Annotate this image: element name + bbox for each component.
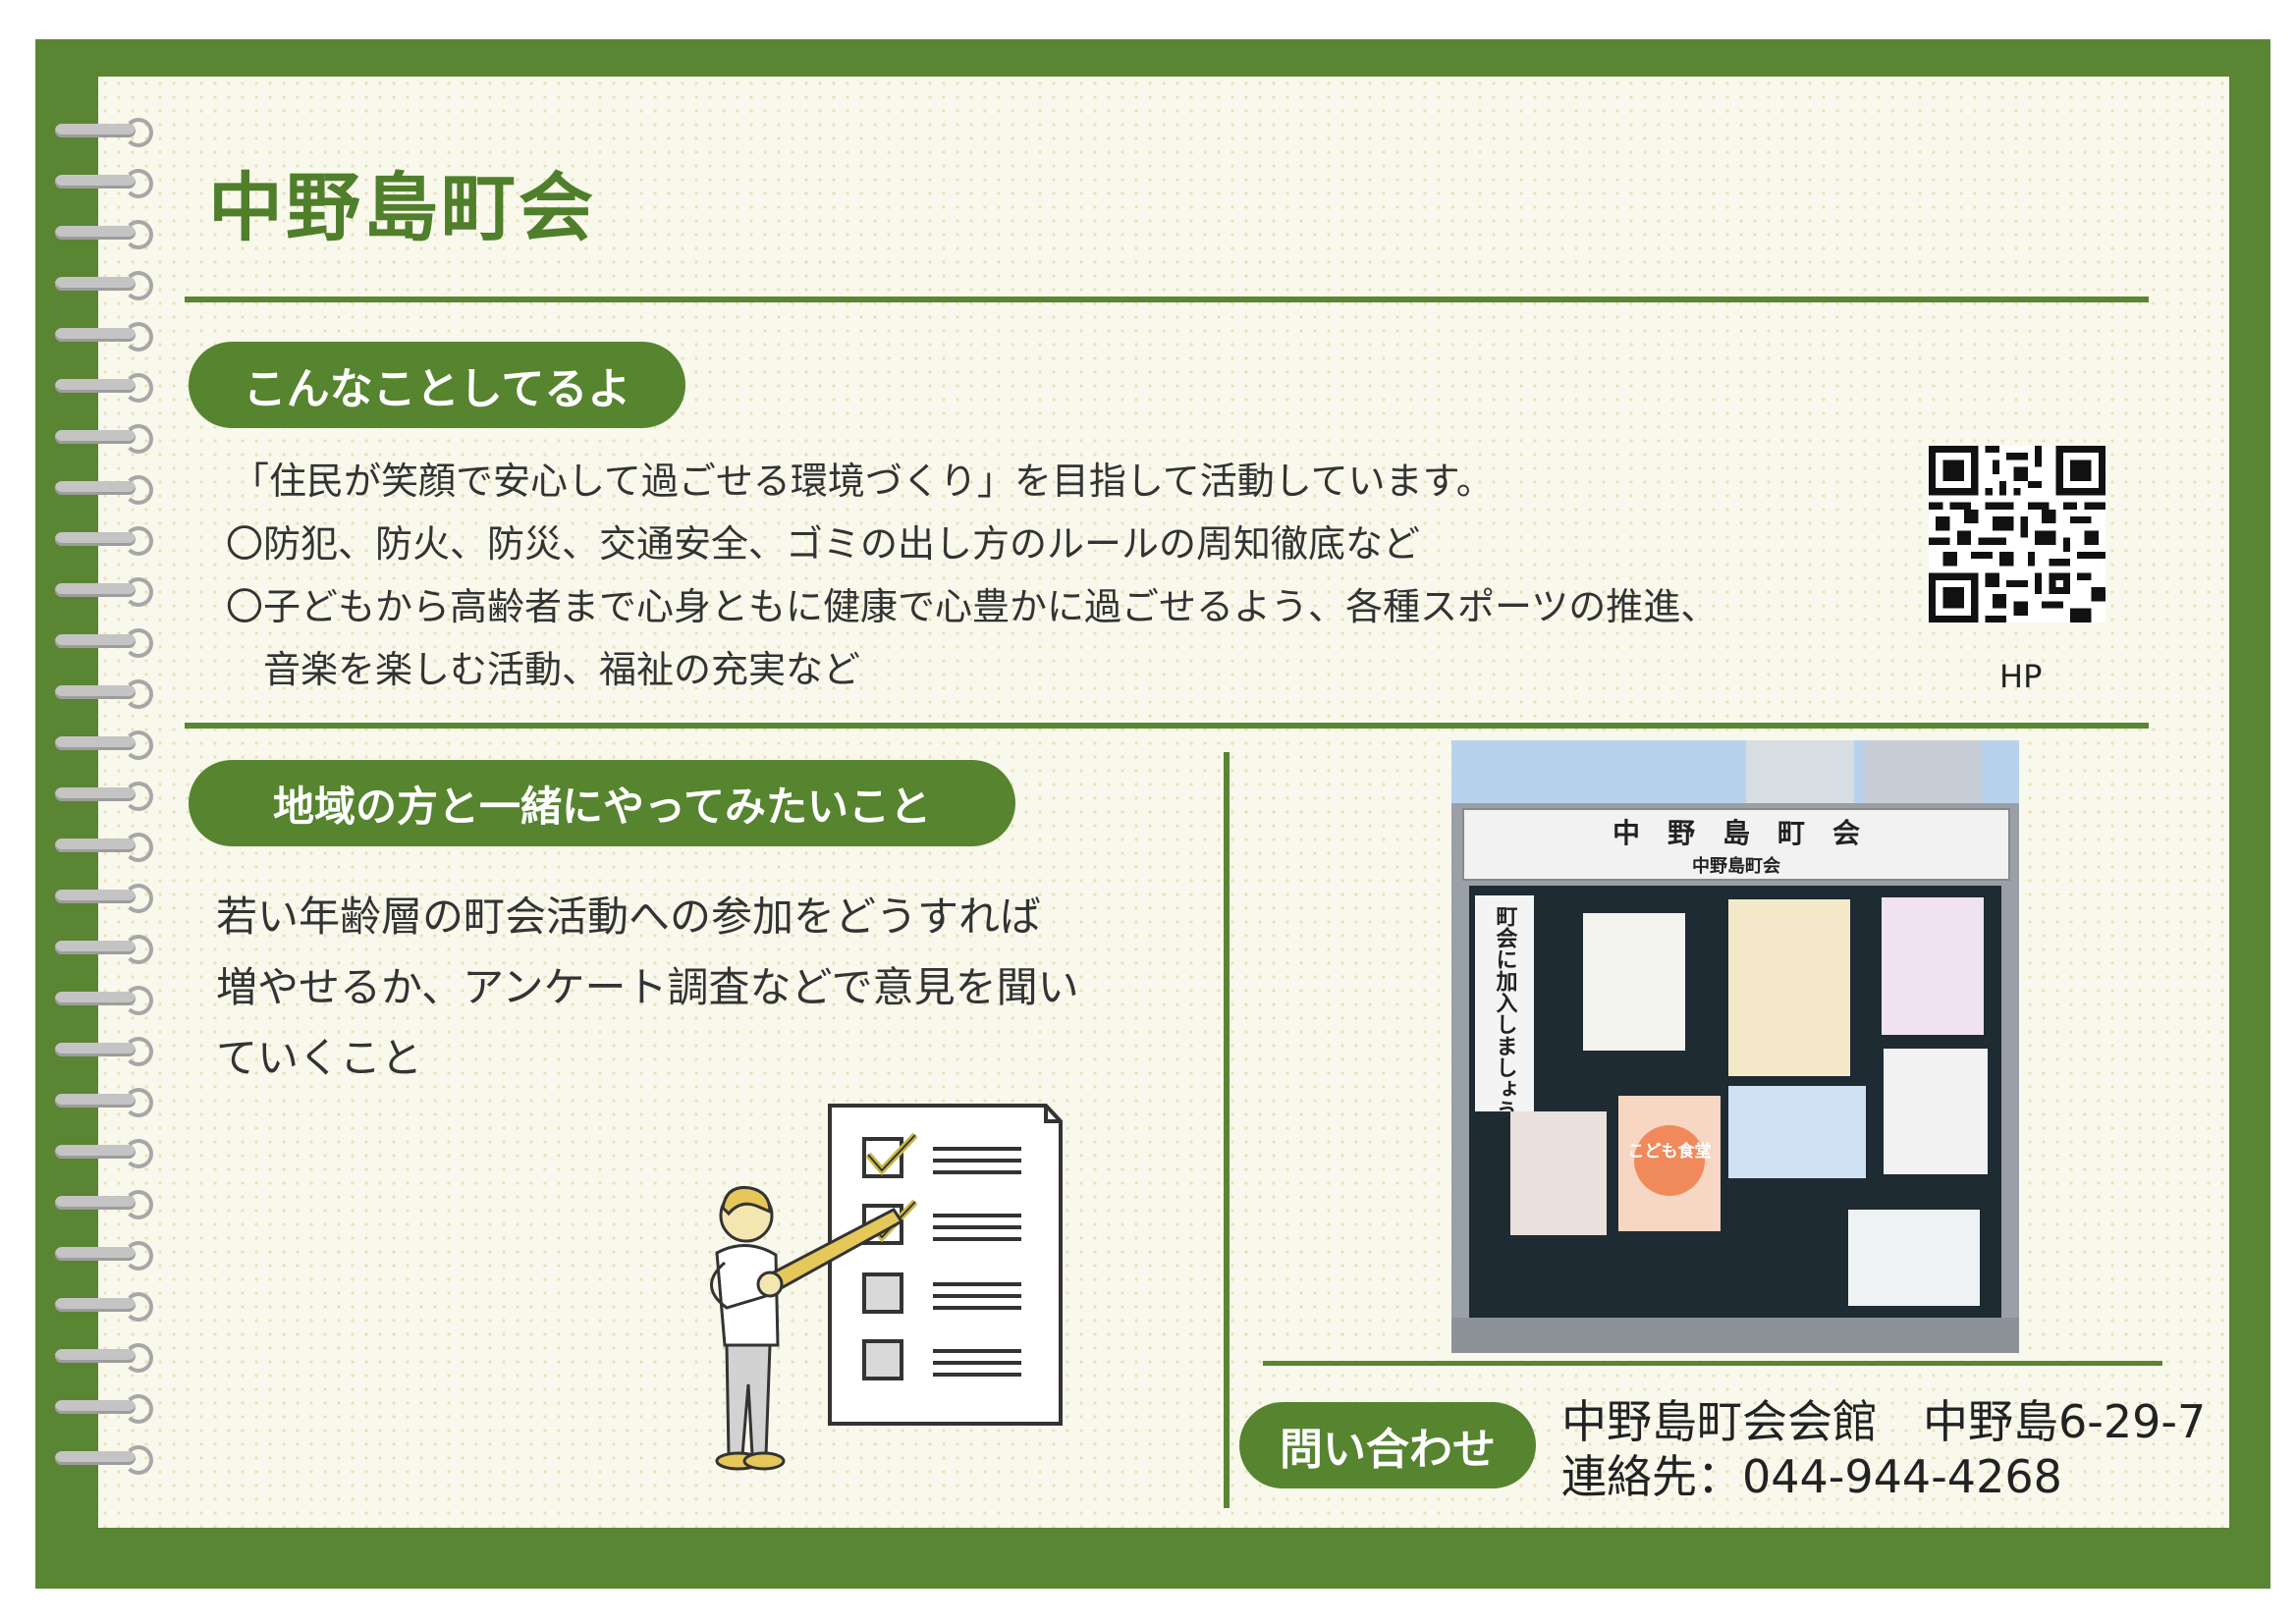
page-title: 中野島町会 xyxy=(208,164,596,251)
title-divider xyxy=(185,297,2149,302)
poster-kodomo: こども食堂 xyxy=(1628,1141,1712,1162)
spiral-ring xyxy=(55,167,153,198)
spiral-ring xyxy=(55,524,153,556)
spiral-ring xyxy=(55,933,153,964)
section-divider xyxy=(185,723,2149,729)
contact-phone[interactable]: 連絡先：044-944-4268 xyxy=(1561,1450,2062,1503)
spiral-ring xyxy=(55,575,153,607)
spiral-ring xyxy=(55,984,153,1015)
spiral-ring xyxy=(55,473,153,505)
wish-line: ていくこと xyxy=(216,1034,423,1082)
spiral-ring xyxy=(55,626,153,658)
spiral-ring xyxy=(55,1443,153,1475)
homepage-qr-code[interactable] xyxy=(1929,446,2105,622)
spiral-ring xyxy=(55,269,153,300)
wish-heading: 地域の方と一緒にやってみたいこと xyxy=(189,760,1015,846)
spiral-ring xyxy=(55,422,153,454)
contact-heading: 問い合わせ xyxy=(1239,1402,1536,1488)
spiral-ring xyxy=(55,882,153,913)
spiral-ring xyxy=(55,1188,153,1219)
spiral-ring xyxy=(55,1341,153,1373)
spiral-ring xyxy=(55,831,153,862)
contact-divider xyxy=(1263,1361,2162,1366)
spiral-ring xyxy=(55,780,153,811)
activities-line: 〇防犯、防火、防災、交通安全、ゴミの出し方のルールの周知徹底など xyxy=(226,522,1421,566)
spiral-ring xyxy=(55,1392,153,1424)
activities-line: 〇子どもから高齢者まで心身ともに健康で心豊かに過ごせるよう、各種スポーツの推進、 xyxy=(226,585,1719,628)
wish-line: 若い年齢層の町会活動への参加をどうすれば xyxy=(216,893,1042,941)
vertical-divider xyxy=(1224,752,1230,1508)
contact-info: 中野島町会会館 中野島6-29-7 連絡先：044-944-4268 xyxy=(1561,1394,2206,1504)
spiral-ring xyxy=(55,371,153,403)
spiral-ring xyxy=(55,677,153,709)
spiral-ring xyxy=(55,218,153,249)
checklist-illustration xyxy=(710,1104,1063,1471)
spiral-ring xyxy=(55,320,153,352)
spiral-ring xyxy=(55,1290,153,1322)
spiral-ring xyxy=(55,1035,153,1066)
poster-vertical-text: 町会に加入しましょう xyxy=(1493,905,1519,1121)
activities-line: 「住民が笑顔で安心して過ごせる環境づくり」を目指して活動しています。 xyxy=(232,460,1494,503)
board-subtitle: 中野島町会 xyxy=(1692,855,1780,877)
activities-heading: こんなことしてるよ xyxy=(189,342,685,428)
qr-label: HP xyxy=(1999,658,2043,695)
spiral-ring xyxy=(55,1086,153,1117)
spiral-ring xyxy=(55,1239,153,1271)
bulletin-board-photo: 中 野 島 町 会 中野島町会 町会に加入しましょう こども食堂 xyxy=(1451,740,2019,1353)
spiral-ring xyxy=(55,1137,153,1168)
spiral-ring xyxy=(55,729,153,760)
activities-line: 音楽を楽しむ活動、福祉の充実など xyxy=(226,648,861,691)
board-title: 中 野 島 町 会 xyxy=(1613,817,1860,849)
spiral-binding xyxy=(55,116,153,1510)
contact-address: 中野島町会会館 中野島6-29-7 xyxy=(1561,1395,2207,1448)
spiral-ring xyxy=(55,116,153,147)
wish-line: 増やせるか、アンケート調査などで意見を聞い xyxy=(216,963,1079,1011)
